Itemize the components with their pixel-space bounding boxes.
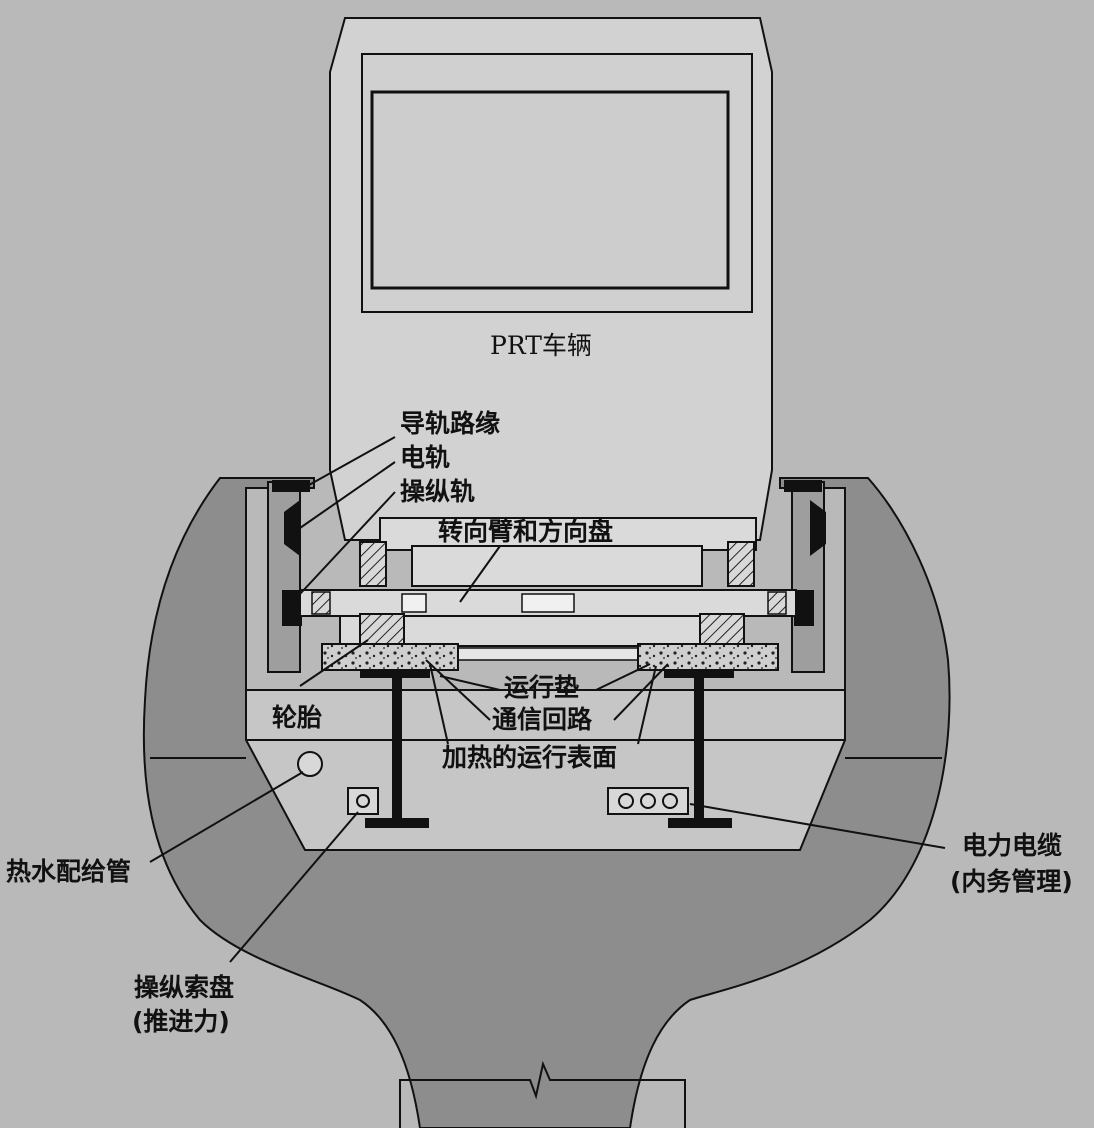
label-power-rail: 电轨 [400, 443, 450, 472]
right-steering-rail [794, 590, 814, 626]
left-support-web [392, 670, 402, 820]
left-upper-hatch [359, 541, 387, 587]
power-cable-conduit-3 [662, 793, 678, 809]
axle-joint [401, 593, 427, 613]
cable-tray-box [347, 787, 379, 815]
hot-water-pipe [297, 751, 323, 777]
left-power-rail [284, 500, 300, 556]
label-cable-tray-line1: 操纵索盘 [134, 973, 234, 1002]
leader-hot-water-pipe [149, 771, 304, 863]
left-running-pad [321, 643, 459, 671]
right-support-flange [668, 818, 732, 828]
right-tire [699, 613, 745, 649]
leader-power-rail [299, 461, 396, 529]
label-heated-surface: 加热的运行表面 [441, 743, 617, 772]
label-hot-water-pipe: 热水配给管 [6, 857, 131, 886]
leader-guideway-edge [299, 436, 396, 491]
right-edge-cap [784, 480, 822, 492]
left-support-top [360, 670, 430, 678]
label-guideway-edge: 导轨路缘 [400, 409, 500, 438]
right-running-pad [637, 643, 779, 671]
left-tire [359, 613, 405, 649]
label-power-cable-line2: (内务管理) [950, 867, 1073, 896]
leader-heated-surface-right [637, 665, 657, 745]
right-power-rail [810, 500, 826, 556]
right-support-web [694, 670, 704, 820]
left-wheel-hub [311, 591, 331, 615]
cable-tray-conduit [356, 794, 370, 808]
leader-steering-arm [459, 545, 501, 603]
leader-cable-tray [229, 811, 359, 963]
steering-arm [411, 545, 703, 587]
right-support-top [664, 670, 734, 678]
right-wheel-hub [767, 591, 787, 615]
leader-power-cable [689, 803, 946, 849]
right-upper-hatch [727, 541, 755, 587]
comm-loop-bar [457, 647, 639, 661]
label-steering-arm: 转向臂和方向盘 [438, 517, 613, 546]
break-line [399, 1060, 686, 1128]
power-cable-box [607, 787, 689, 815]
leader-steering-rail [299, 491, 396, 595]
label-cable-tray-line2: (推进力) [132, 1007, 230, 1036]
leader-comm-loop-right [613, 663, 669, 721]
left-edge-cap [272, 480, 310, 492]
power-cable-conduit-1 [618, 793, 634, 809]
steering-arm-housing [379, 517, 757, 551]
leader-tire [299, 639, 369, 687]
leader-running-pad-left [439, 675, 501, 691]
label-tire: 轮胎 [272, 703, 322, 732]
leader-heated-surface-left [429, 663, 449, 745]
power-cable-conduit-2 [640, 793, 656, 809]
label-comm-loop: 通信回路 [492, 705, 593, 734]
vehicle-window [370, 90, 730, 290]
left-support-flange [365, 818, 429, 828]
label-vehicle: PRT车辆 [490, 331, 592, 360]
leader-running-pad-right [595, 663, 651, 691]
label-power-cable-line1: 电力电缆 [962, 831, 1062, 860]
left-steering-rail [282, 590, 302, 626]
label-steering-rail: 操纵轨 [400, 477, 475, 506]
lower-frame [339, 615, 741, 647]
axle-link [521, 593, 575, 613]
leader-comm-loop-left [425, 659, 491, 721]
label-running-pad: 运行垫 [504, 673, 579, 702]
